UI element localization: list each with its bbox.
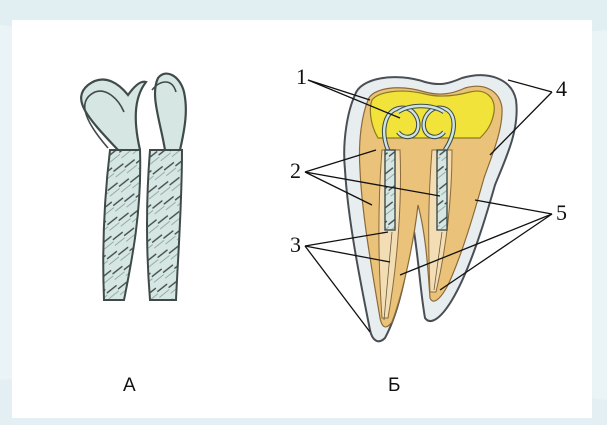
tooth-cross-section <box>344 75 516 341</box>
figure-b-caption: Б <box>388 375 400 397</box>
left-twisted-strand <box>103 150 140 300</box>
callout-5: 5 <box>556 202 567 224</box>
canal-pin-left <box>385 150 395 230</box>
callout-4: 4 <box>556 78 567 100</box>
callout-1: 1 <box>296 66 307 88</box>
twisted-wire-pin <box>81 74 186 300</box>
callout-3: 3 <box>290 234 301 256</box>
callout-2: 2 <box>290 160 301 182</box>
right-twisted-strand <box>147 150 182 300</box>
right-wire-loop <box>155 74 186 150</box>
left-wire-loop <box>81 80 146 150</box>
figure-a-caption: А <box>123 375 136 397</box>
canal-pin-right <box>437 150 447 230</box>
